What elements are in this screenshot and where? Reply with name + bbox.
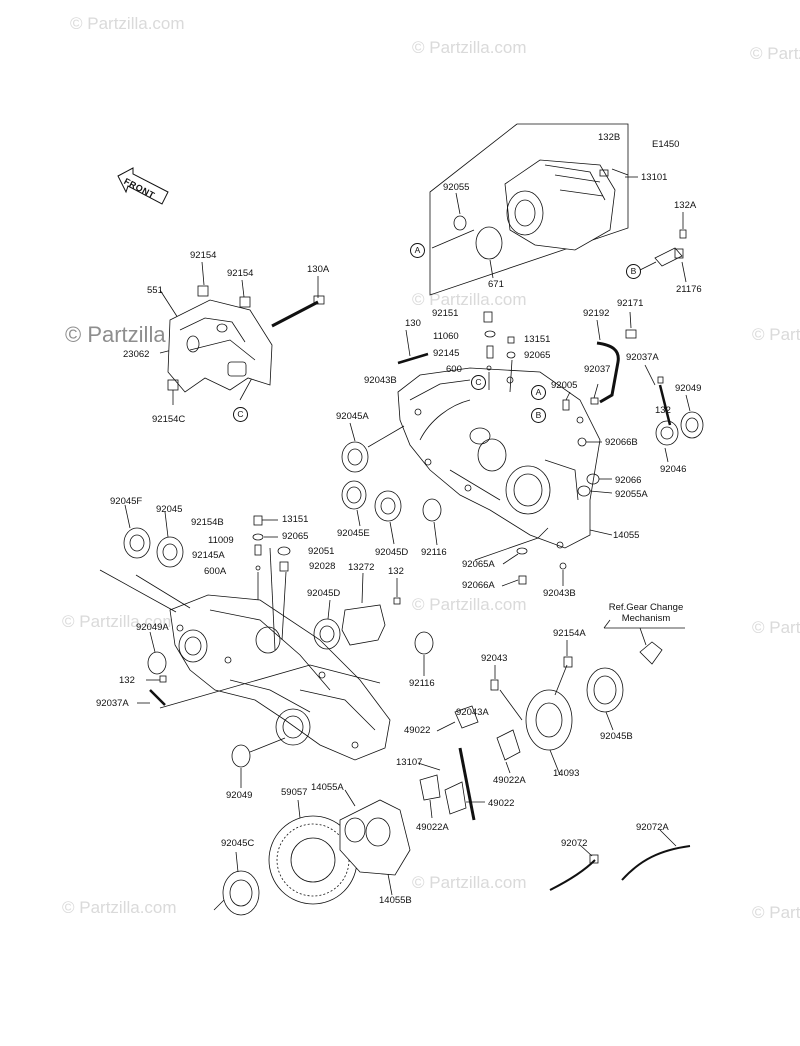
part-number-label: 92072 xyxy=(561,838,588,849)
part-number-label: 92154B xyxy=(191,517,224,528)
part-number-label: 92154C xyxy=(152,414,186,425)
watermark: © Partzilla.com xyxy=(752,618,800,637)
watermark: © Partzilla.com xyxy=(412,595,527,614)
part-number-label: 92171 xyxy=(617,298,644,309)
part-number-label: 92045D xyxy=(307,588,341,599)
callout-a: A xyxy=(410,243,425,258)
part-number-label: 132A xyxy=(674,200,697,211)
callout-c: C xyxy=(471,375,486,390)
gear-change-reference-note: Ref.Gear Change Mechanism xyxy=(594,602,698,624)
part-number-label: 92049 xyxy=(226,790,253,801)
part-number-label: 21176 xyxy=(676,284,702,295)
part-number-label: 600A xyxy=(204,566,227,577)
part-number-label: 92151 xyxy=(432,308,459,319)
part-number-label: 92116 xyxy=(409,678,435,689)
part-number-label: 92045E xyxy=(337,528,370,539)
part-number-label: 132 xyxy=(119,675,135,686)
watermark: © Partzilla.com xyxy=(412,873,527,892)
part-number-label: 13272 xyxy=(348,562,375,573)
part-number-label: 13107 xyxy=(396,757,423,768)
part-number-label: 92049 xyxy=(675,383,702,394)
part-number-label: 92028 xyxy=(309,561,336,572)
part-number-label: 13151 xyxy=(524,334,551,345)
part-number-label: 92045D xyxy=(375,547,409,558)
part-number-label: 13151 xyxy=(282,514,309,525)
part-number-label: 132B xyxy=(598,132,621,143)
watermark: © Partzilla.com xyxy=(70,14,185,33)
part-number-label: 92043B xyxy=(364,375,397,386)
part-number-label: 92072A xyxy=(636,822,669,833)
part-number-label: 92037A xyxy=(96,698,129,709)
callout-c: C xyxy=(233,407,248,422)
part-number-label: 92049A xyxy=(136,622,169,633)
part-number-label: 92037A xyxy=(626,352,659,363)
part-number-label: 92005 xyxy=(551,380,578,391)
part-number-label: 49022A xyxy=(493,775,526,786)
part-number-label: 130A xyxy=(307,264,330,275)
part-number-label: 92065A xyxy=(462,559,495,570)
watermark-brand: © Partzilla xyxy=(65,322,166,347)
part-number-label: 92116 xyxy=(421,547,447,558)
part-number-label: 92045A xyxy=(336,411,369,422)
part-number-label: 92043B xyxy=(543,588,576,599)
part-number-label: 11060 xyxy=(433,331,459,342)
part-number-label: 92145 xyxy=(433,348,460,359)
part-number-label: 92066 xyxy=(615,475,642,486)
part-number-label: 92065 xyxy=(282,531,309,542)
part-number-label: 14055A xyxy=(311,782,344,793)
watermark: © Partzilla.com xyxy=(62,898,177,917)
part-number-label: 92045F xyxy=(110,496,143,507)
watermark: © Partzilla.com xyxy=(752,325,800,344)
watermark: © Partzilla.com xyxy=(412,38,527,57)
part-number-label: 49022A xyxy=(416,822,449,833)
part-number-label: 92055A xyxy=(615,489,648,500)
callout-b: B xyxy=(626,264,641,279)
watermark: © Partzilla.com xyxy=(412,290,527,309)
part-number-label: 92043A xyxy=(456,707,489,718)
part-number-label: 59057 xyxy=(281,787,308,798)
watermark: © Partzilla.com xyxy=(752,903,800,922)
callout-b: B xyxy=(531,408,546,423)
part-number-label: 92055 xyxy=(443,182,470,193)
part-number-label: 92145A xyxy=(192,550,225,561)
part-number-label: 92066B xyxy=(605,437,638,448)
part-number-label: 49022 xyxy=(488,798,515,809)
part-number-label: 92045B xyxy=(600,731,633,742)
callout-a: A xyxy=(531,385,546,400)
watermark: © Partzilla.com xyxy=(62,612,177,631)
part-number-label: 600 xyxy=(446,364,462,375)
part-number-label: 23062 xyxy=(123,349,150,360)
part-number-label: 92046 xyxy=(660,464,687,475)
part-number-label: 92154 xyxy=(190,250,217,261)
reference-note-line: Mechanism xyxy=(621,613,671,624)
part-number-label: 11009 xyxy=(208,535,234,546)
part-number-label: 92037 xyxy=(584,364,611,375)
part-number-label: 132 xyxy=(655,405,671,416)
part-number-label: 49022 xyxy=(404,725,431,736)
diagram-reference: E1450 xyxy=(652,139,680,150)
part-number-label: 14055 xyxy=(613,530,640,541)
part-number-label: 92045C xyxy=(221,838,255,849)
part-number-label: 671 xyxy=(488,279,504,290)
part-number-label: 92066A xyxy=(462,580,495,591)
part-number-label: 92154A xyxy=(553,628,586,639)
part-number-label: 14055B xyxy=(379,895,412,906)
reference-note-line: Ref.Gear Change xyxy=(608,602,684,613)
part-number-label: 132 xyxy=(388,566,404,577)
part-number-label: 92051 xyxy=(308,546,335,557)
part-number-label: 551 xyxy=(147,285,163,296)
part-number-label: 92045 xyxy=(156,504,183,515)
part-number-label: 92065 xyxy=(524,350,551,361)
part-number-label: 130 xyxy=(405,318,421,329)
watermark: © Partzilla.com xyxy=(750,44,800,63)
part-number-label: 92043 xyxy=(481,653,508,664)
part-number-label: 92192 xyxy=(583,308,610,319)
part-number-label: 13101 xyxy=(641,172,668,183)
part-number-label: 92154 xyxy=(227,268,254,279)
part-number-label: 14093 xyxy=(553,768,580,779)
